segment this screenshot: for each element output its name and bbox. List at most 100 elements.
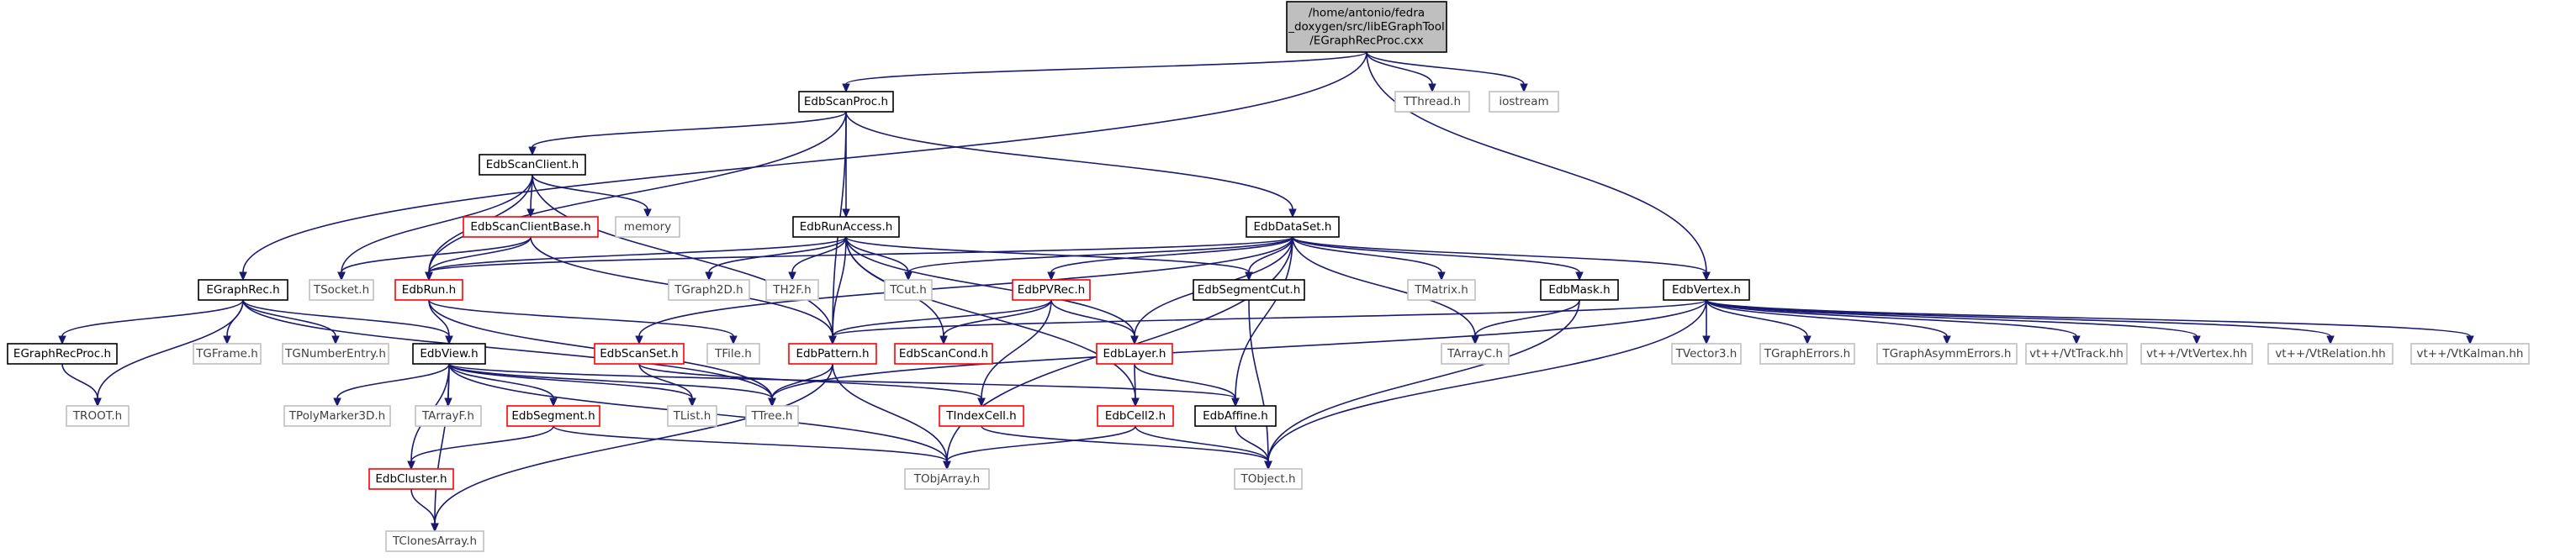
node-root[interactable]: /home/antonio/fedra_doxygen/src/libEGrap… (1286, 1, 1447, 53)
edge-arrowhead (635, 335, 643, 345)
node-tgraph-errors: TGraphErrors.h (1759, 343, 1855, 365)
node-tsocket: TSocket.h (309, 279, 374, 301)
node-edb-cell2[interactable]: EdbCell2.h (1097, 405, 1174, 427)
edge-edb-scan-client-to-memory (532, 174, 652, 218)
edge-edb-cell2-to-tobject (1135, 425, 1272, 471)
node-edb-vertex[interactable]: EdbVertex.h (1663, 279, 1750, 301)
edge-line (832, 236, 847, 337)
node-egraph-rec[interactable]: EGraphRec.h (198, 279, 288, 301)
edge-arrowhead (1575, 271, 1584, 282)
nodes-layer: /home/antonio/fedra_doxygen/src/libEGrap… (7, 1, 2530, 552)
node-edb-layer[interactable]: EdbLayer.h (1096, 343, 1173, 365)
node-edb-scan-cond[interactable]: EdbScanCond.h (894, 343, 993, 365)
node-label: TGraph2D.h (674, 283, 743, 297)
node-box (385, 530, 484, 552)
edge-root-to-edb-scan-proc (842, 51, 1367, 93)
node-box (66, 405, 130, 427)
edge-arrowhead (1047, 271, 1055, 282)
edge-line (638, 236, 1293, 337)
edge-arrowhead (2193, 335, 2201, 345)
edge-edb-data-set-to-edb-run (425, 236, 1293, 282)
edge-line (981, 299, 1052, 399)
node-tarray-c: TArrayC.h (1441, 343, 1510, 365)
node-edb-scan-client-base[interactable]: EdbScanClientBase.h (463, 216, 599, 238)
node-edb-view[interactable]: EdbView.h (412, 343, 486, 365)
node-label: TIndexCell.h (945, 409, 1017, 423)
edge-line (553, 425, 948, 462)
edge-edb-data-set-to-edb-vertex (1292, 236, 1711, 282)
edge-line (61, 299, 244, 337)
edge-edb-cluster-to-tclones-array (410, 488, 439, 533)
node-edb-affine[interactable]: EdbAffine.h (1194, 405, 1277, 427)
edge-line (1706, 299, 1808, 337)
node-edb-scan-set[interactable]: EdbScanSet.h (594, 343, 685, 365)
edge-line (428, 299, 734, 337)
node-box (904, 468, 990, 490)
node-edb-mask[interactable]: EdbMask.h (1540, 279, 1619, 301)
edge-line (341, 236, 532, 273)
edge-line (448, 363, 554, 399)
node-label: vt++/VtKalman.hh (2416, 347, 2523, 361)
edge-edb-run-to-tfile (428, 299, 738, 345)
edge-line (61, 363, 98, 399)
edge-edb-scan-proc-to-edb-data-set (845, 111, 1297, 218)
edge-line (410, 488, 436, 524)
node-label: EdbPVRec.h (1018, 283, 1085, 297)
node-box (1096, 343, 1173, 365)
node-edb-pvrec[interactable]: EdbPVRec.h (1012, 279, 1091, 301)
node-tgraph-asymm-errors: TGraphAsymmErrors.h (1876, 343, 2018, 365)
node-label: EdbRunAccess.h (800, 220, 893, 234)
edge-edb-data-set-to-tcut (904, 236, 1293, 282)
node-th2-f: TH2F.h (765, 279, 819, 301)
node-edb-scan-proc[interactable]: EdbScanProc.h (798, 91, 894, 113)
edge-line (845, 51, 1367, 85)
node-edb-run[interactable]: EdbRun.h (394, 279, 463, 301)
node-tindex-cell[interactable]: TIndexCell.h (939, 405, 1024, 427)
node-edb-run-access[interactable]: EdbRunAccess.h (792, 216, 900, 238)
node-label: EdbSegment.h (511, 409, 595, 423)
edge-line (1292, 236, 1580, 273)
edge-edb-mask-to-tarray-c (1471, 299, 1580, 345)
edge-edb-data-set-to-edb-pvrec (1047, 236, 1293, 282)
edge-line (1706, 299, 2198, 337)
node-box (1489, 91, 1559, 113)
node-box (2267, 343, 2394, 365)
edge-line (1292, 236, 1707, 273)
node-box (884, 279, 933, 301)
node-label: TGNumberEntry.h (284, 347, 386, 361)
edge-line (532, 111, 847, 148)
edge-line (428, 236, 847, 273)
edge-arrowhead (943, 461, 951, 471)
edge-arrowhead (1231, 397, 1240, 408)
edge-line (341, 174, 533, 273)
edge-arrowhead (768, 397, 776, 408)
node-box (668, 279, 750, 301)
edge-arrowhead (1264, 461, 1272, 471)
node-box (1286, 1, 1447, 53)
edge-edb-pattern-to-ttree (768, 363, 833, 408)
node-edb-scan-client[interactable]: EdbScanClient.h (479, 154, 586, 176)
edge-root-to-tthread (1366, 51, 1436, 93)
node-label: TObject.h (1240, 472, 1295, 486)
edge-line (1366, 51, 1433, 85)
node-label: vt++/VtVertex.hh (2146, 347, 2247, 361)
node-edb-cluster[interactable]: EdbCluster.h (368, 468, 454, 490)
node-edb-pattern[interactable]: EdbPattern.h (788, 343, 877, 365)
node-egraph-rec-proc[interactable]: EGraphRecProc.h (7, 343, 118, 365)
edge-edb-view-to-tclones-array (431, 363, 450, 533)
edge-egraph-rec-to-tgnumber-entry (242, 299, 340, 345)
edge-edb-view-to-tpoly-marker3-d (333, 363, 450, 408)
node-label: TVector3.h (1675, 347, 1738, 361)
node-tarray-f: TArrayF.h (415, 405, 482, 427)
edge-line (1292, 236, 1476, 337)
node-box (1012, 279, 1091, 301)
edge-edb-scan-client-base-to-tsocket (337, 236, 532, 282)
edge-arrowhead (1803, 335, 1812, 345)
node-label: /home/antonio/fedra (1309, 7, 1425, 20)
node-edb-segment-cut[interactable]: EdbSegmentCut.h (1193, 279, 1305, 301)
node-edb-segment[interactable]: EdbSegment.h (506, 405, 600, 427)
node-box (706, 343, 760, 365)
edge-egraph-rec-proc-to-troot (61, 363, 102, 408)
edge-line (242, 299, 773, 399)
node-edb-data-set[interactable]: EdbDataSet.h (1246, 216, 1340, 238)
